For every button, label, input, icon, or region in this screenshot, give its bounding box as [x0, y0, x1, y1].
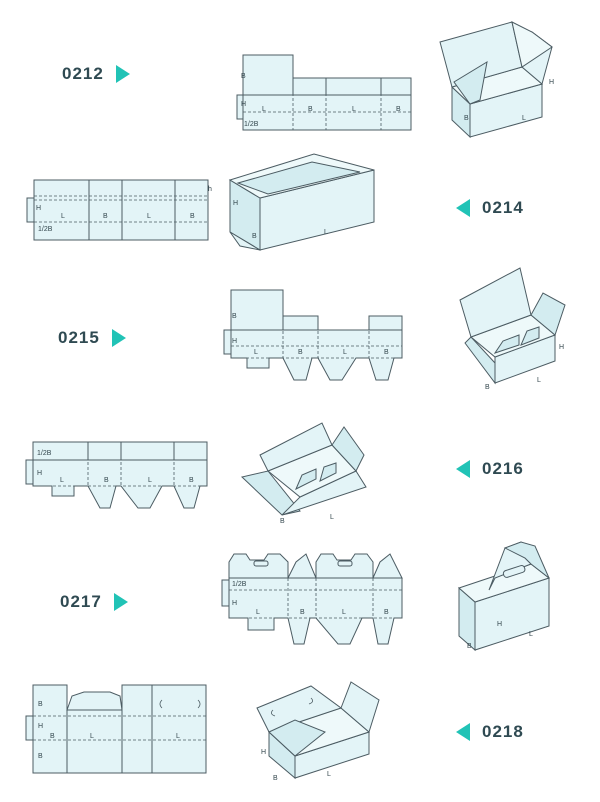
box-code-0216: 0216 — [456, 459, 524, 479]
code-text: 0212 — [62, 64, 104, 83]
flat-label: H — [36, 205, 41, 212]
iso-label: L — [330, 514, 334, 521]
flat-label: L — [148, 477, 152, 484]
iso-label: H — [549, 79, 554, 86]
flat-label: 1/2B — [37, 450, 52, 457]
flat-label: L — [60, 477, 64, 484]
flat-label: B — [241, 73, 246, 80]
iso-box-0217: H B L — [458, 541, 551, 652]
flat-die-line-0217: 1/2B H L B L B — [221, 553, 403, 645]
flat-die-line-0212: B H 1/2B L B L B — [236, 54, 412, 131]
box-code-0212: 0212 — [62, 64, 130, 84]
iso-box-0215: H B L — [459, 267, 566, 391]
flat-label: L — [90, 733, 94, 740]
flat-label: L — [262, 106, 266, 113]
flat-label: H — [37, 470, 42, 477]
box-code-0217: 0217 — [60, 592, 128, 612]
code-text: 0217 — [60, 592, 102, 611]
code-text: 0214 — [482, 198, 524, 217]
arrow-left-icon — [456, 460, 470, 478]
iso-box-0214: H B L — [228, 153, 375, 251]
flat-die-line-0215: B H L B L B — [223, 289, 403, 381]
flat-label: L — [147, 213, 151, 220]
iso-label: B — [464, 115, 469, 122]
code-text: 0218 — [482, 722, 524, 741]
iso-label: H — [559, 344, 564, 351]
flat-label: B — [298, 349, 303, 356]
flat-die-line-0218: B H B L L B — [25, 684, 207, 774]
flat-label: H — [232, 338, 237, 345]
flat-label: B — [232, 313, 237, 320]
flat-label: L — [61, 213, 65, 220]
arrow-right-icon — [113, 593, 128, 611]
iso-label: H — [233, 200, 238, 207]
flat-label: B — [384, 609, 389, 616]
iso-label: B — [485, 384, 490, 391]
box-code-0215: 0215 — [58, 328, 126, 348]
iso-label: L — [522, 115, 526, 122]
flat-label: B — [396, 106, 401, 113]
iso-box-0218: H B L — [256, 681, 380, 782]
iso-label: B — [273, 775, 278, 782]
flat-label: L — [343, 349, 347, 356]
iso-label: B — [467, 643, 472, 650]
flat-label: B — [38, 701, 43, 708]
iso-box-0216: B L — [240, 422, 367, 525]
flat-label: h — [208, 186, 212, 193]
iso-label: B — [280, 518, 285, 525]
flat-label: B — [308, 106, 313, 113]
arrow-left-icon — [456, 723, 470, 741]
flat-label: B — [104, 477, 109, 484]
flat-label: H — [38, 723, 43, 730]
flat-label: L — [254, 349, 258, 356]
flat-label: B — [384, 349, 389, 356]
flat-label: L — [176, 733, 180, 740]
arrow-right-icon — [115, 65, 130, 83]
iso-box-0212: H B L — [439, 21, 554, 139]
flat-label: H — [241, 101, 246, 108]
iso-label: H — [261, 749, 266, 756]
flat-label: B — [189, 477, 194, 484]
box-code-0214: 0214 — [456, 198, 524, 218]
flat-label: L — [352, 106, 356, 113]
flat-label: H — [232, 600, 237, 607]
iso-label: L — [324, 229, 328, 236]
iso-label: L — [327, 771, 331, 778]
iso-label: L — [529, 631, 533, 638]
box-code-0218: 0218 — [456, 722, 524, 742]
iso-label: B — [252, 233, 257, 240]
flat-label: B — [190, 213, 195, 220]
flat-label: L — [256, 609, 260, 616]
flat-die-line-0214: h H 1/2B L B L B — [26, 179, 212, 241]
flat-label: L — [342, 609, 346, 616]
flat-label: B — [50, 733, 55, 740]
flat-die-line-0216: 1/2B H L B L B — [25, 441, 208, 509]
arrow-left-icon — [456, 199, 470, 217]
flat-label: B — [38, 753, 43, 760]
flat-label: 1/2B — [232, 581, 247, 588]
iso-label: H — [497, 621, 502, 628]
arrow-right-icon — [111, 329, 126, 347]
code-text: 0216 — [482, 459, 524, 478]
flat-label: 1/2B — [38, 226, 53, 233]
flat-label: 1/2B — [244, 121, 259, 128]
flat-label: B — [103, 213, 108, 220]
code-text: 0215 — [58, 328, 100, 347]
iso-label: L — [537, 377, 541, 384]
flat-label: B — [300, 609, 305, 616]
